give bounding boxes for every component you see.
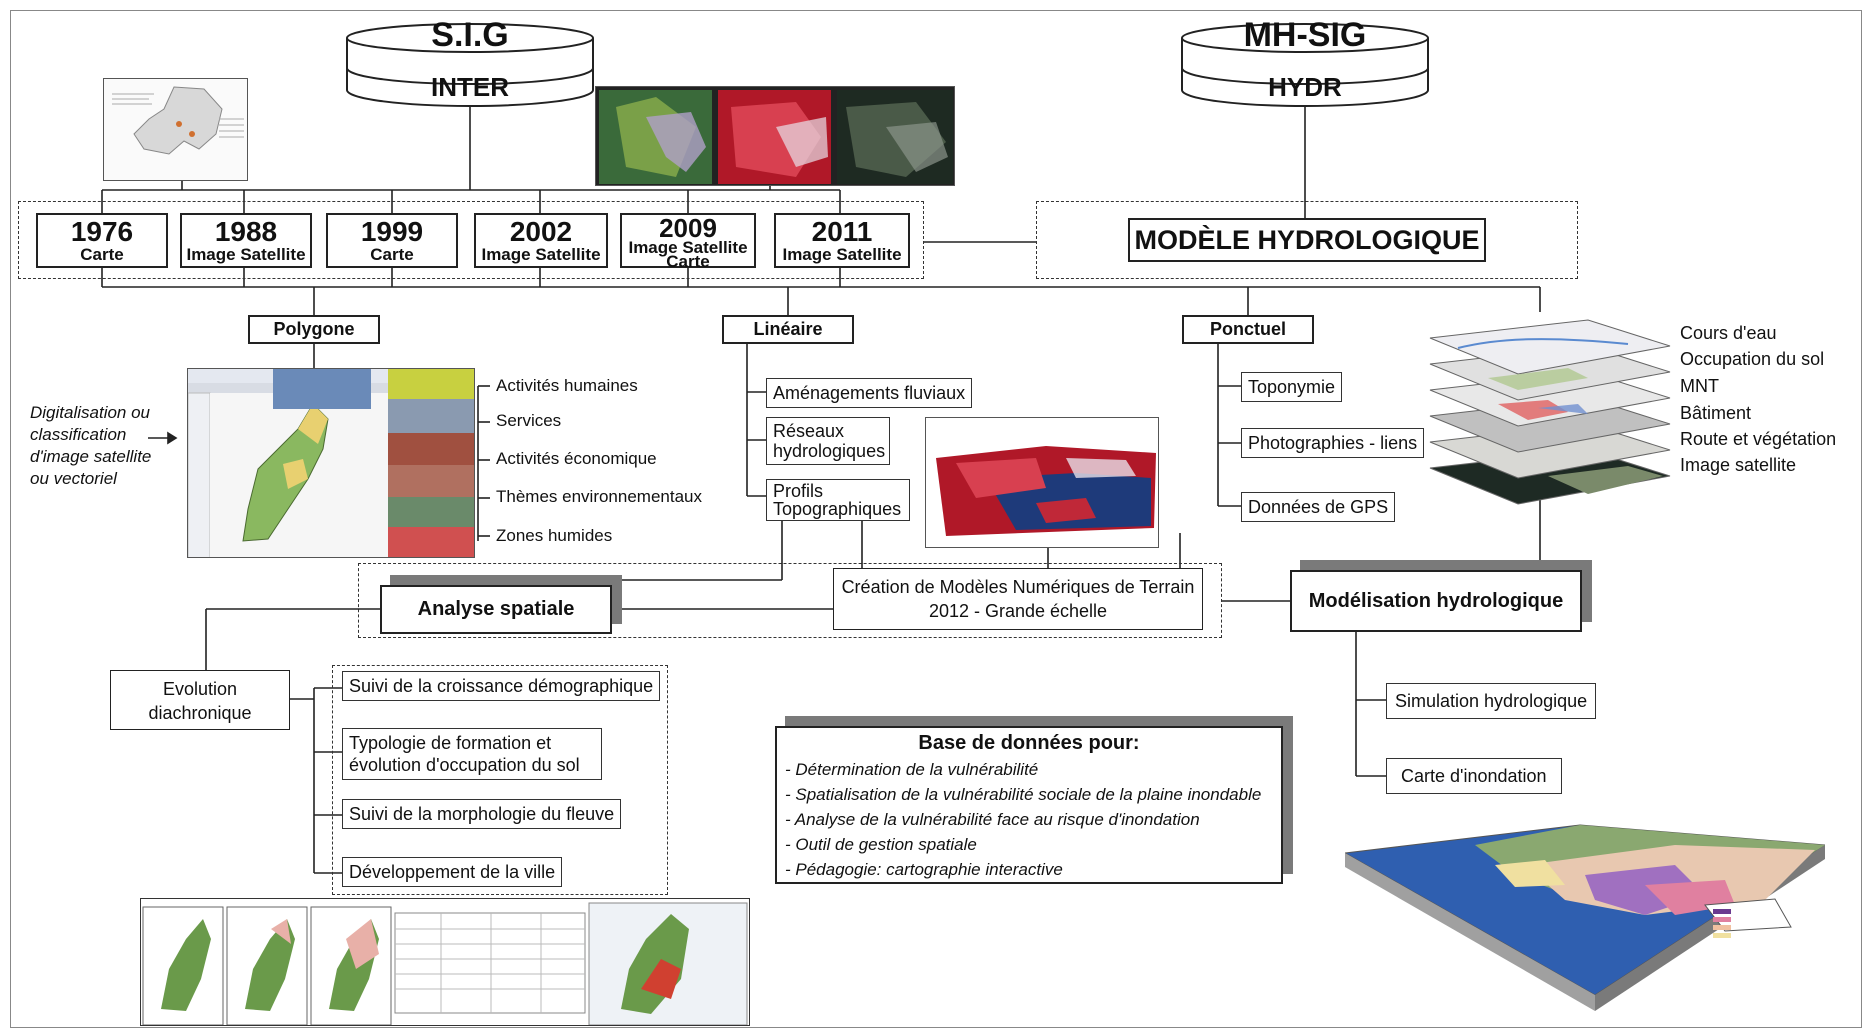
year-label: 1999 <box>360 216 424 247</box>
base-donnees-title: Base de données pour: <box>918 732 1140 754</box>
sig-database-icon <box>346 23 594 107</box>
evolution-maps-strip <box>140 898 750 1026</box>
mnt-creation-box: Création de Modèles Numériques de Terrai… <box>833 568 1203 630</box>
model-hydrologique-box: MODÈLE HYDROLOGIQUE <box>1128 218 1486 262</box>
toponymie-box: Toponymie <box>1241 372 1343 402</box>
diagram-frame <box>10 10 1862 1028</box>
year-type: Image Satellite <box>186 245 306 264</box>
mhsig-subtitle-text: HYDR <box>1268 72 1342 102</box>
photographies-liens-box: Photographies - liens <box>1241 428 1425 458</box>
year-box-2011: 2011 Image Satellite <box>774 213 910 268</box>
reseaux-hydrologiques-box: Réseaux hydrologiques <box>766 417 890 465</box>
mnt-creation-line1: Création de Modèles Numériques de Terrai… <box>841 577 1195 597</box>
suivi-item: Suivi de la morphologie du fleuve <box>342 799 622 829</box>
donnees-gps-box: Données de GPS <box>1241 492 1396 522</box>
theme-item: Thèmes environnementaux <box>496 487 703 506</box>
ponctuel-box: Ponctuel <box>1182 315 1314 344</box>
year-label: 2011 <box>811 216 873 247</box>
sig-subtitle: INTER <box>345 72 595 103</box>
base-item: - Pédagogie: cartographie interactive <box>785 860 1063 879</box>
evolution-line2: diachronique <box>148 703 252 723</box>
amenagements-fluviaux-box: Aménagements fluviaux <box>766 378 973 408</box>
base-item: - Détermination de la vulnérabilité <box>785 760 1039 779</box>
terrain-3d-image <box>925 417 1159 548</box>
satellite-images-strip <box>595 86 955 186</box>
year-box-1999: 1999 Carte <box>326 213 458 268</box>
sig-subtitle-text: INTER <box>431 72 509 102</box>
suivi-item: Typologie de formation et évolution d'oc… <box>342 728 602 780</box>
layer-stack-illustration <box>1429 319 1671 505</box>
year-type: Carte <box>80 245 124 264</box>
mhsig-database-icon <box>1181 23 1429 107</box>
layer-label: MNT <box>1680 376 1719 396</box>
year-type-2: Carte <box>666 252 710 271</box>
year-box-1988: 1988 Image Satellite <box>180 213 312 268</box>
digitalisation-note: Digitalisation ou classification d'image… <box>30 403 152 488</box>
theme-item: Activités humaines <box>496 376 638 395</box>
modelisation-hydrologique-box: Modélisation hydrologique <box>1290 570 1582 632</box>
model-group <box>1036 201 1578 279</box>
layer-label: Route et végétation <box>1680 429 1837 449</box>
year-label: 2009 <box>659 213 717 243</box>
base-item: - Spatialisation de la vulnérabilité soc… <box>785 785 1262 804</box>
suivi-group <box>332 665 668 895</box>
years-group <box>18 201 924 279</box>
layer-label: Cours d'eau <box>1680 323 1777 343</box>
evolution-diachronique-box: Evolution diachronique <box>110 670 290 730</box>
theme-item: Zones humides <box>496 526 613 545</box>
year-label: 1988 <box>214 216 278 247</box>
sig-title: S.I.G <box>345 16 595 55</box>
year-label: 1976 <box>70 216 134 247</box>
lineaire-box: Linéaire <box>722 315 854 344</box>
polygone-box: Polygone <box>248 315 380 344</box>
layer-label: Occupation du sol <box>1680 349 1825 369</box>
year-box-2002: 2002 Image Satellite <box>474 213 608 268</box>
base-item: - Outil de gestion spatiale <box>785 835 977 854</box>
profils-topographiques-box: Profils Topographiques <box>766 479 910 521</box>
suivi-item: Développement de la ville <box>342 857 563 887</box>
theme-item: Activités économique <box>496 449 657 468</box>
base-donnees-box: Base de données pour: - Détermination de… <box>775 726 1283 884</box>
suivi-item: Suivi de la croissance démographique <box>342 671 661 701</box>
mhsig-title: MH-SIG <box>1180 16 1430 55</box>
year-type: Carte <box>370 245 414 264</box>
theme-item: Services <box>496 411 562 430</box>
year-box-1976: 1976 Carte <box>36 213 168 268</box>
mhsig-subtitle: HYDR <box>1180 72 1430 103</box>
simulation-hydrologique-box: Simulation hydrologique <box>1386 683 1597 719</box>
mnt-creation-line2: 2012 - Grande échelle <box>928 601 1108 621</box>
year-type: Image Satellite <box>628 238 748 257</box>
gis-software-screenshot <box>187 368 475 558</box>
map-thumbnail-1976 <box>103 78 248 181</box>
year-label: 2002 <box>509 216 573 247</box>
year-type: Image Satellite <box>481 245 601 264</box>
year-type: Image Satellite <box>782 245 902 264</box>
carte-inondation-box: Carte d'inondation <box>1386 758 1562 794</box>
layer-label: Image satellite <box>1680 455 1797 475</box>
mhsig-title-text: MH-SIG <box>1243 16 1367 54</box>
base-item: - Analyse de la vulnérabilité face au ri… <box>785 810 1200 829</box>
analysis-group <box>358 563 1222 638</box>
sig-title-text: S.I.G <box>431 16 509 54</box>
year-box-2009: 2009 Image Satellite Carte <box>620 213 756 271</box>
flood-risk-3d-map <box>1345 824 1825 1011</box>
analyse-spatiale-box: Analyse spatiale <box>380 585 612 634</box>
layer-label: Bâtiment <box>1680 403 1752 423</box>
evolution-line1: Evolution <box>162 679 238 699</box>
